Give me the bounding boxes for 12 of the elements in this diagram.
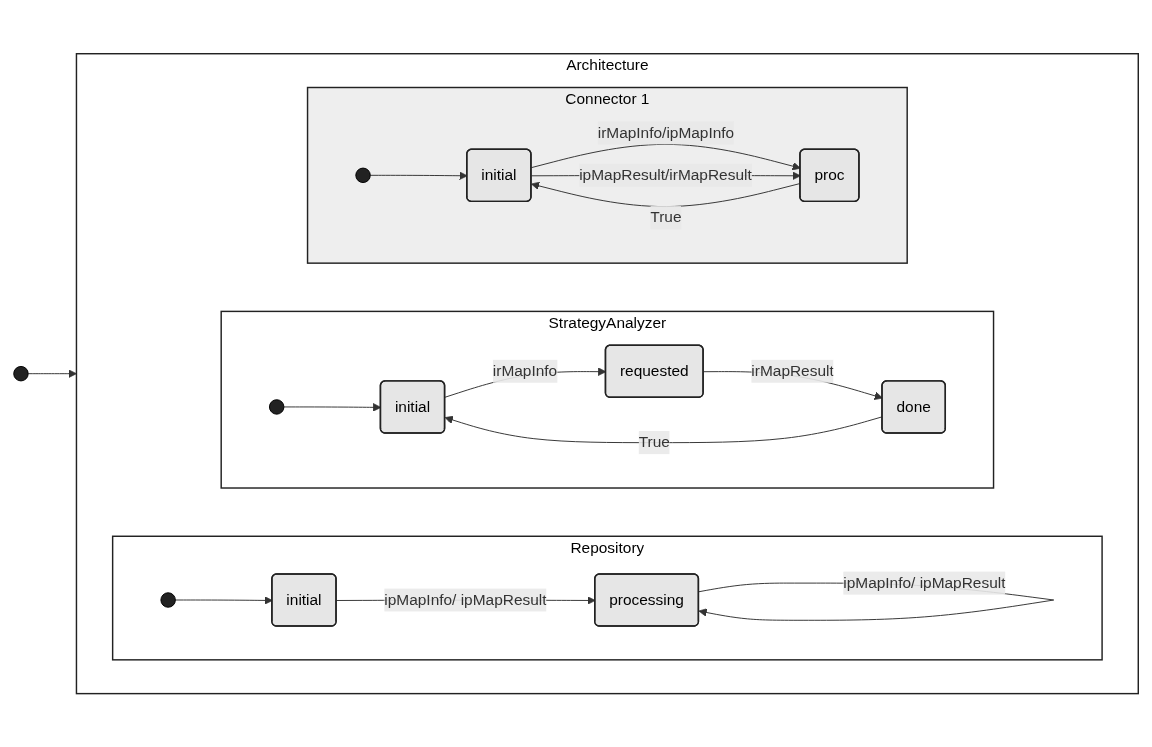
edge-label: irMapInfo: [492, 362, 558, 379]
edge-label: ipMapResult/irMapResult: [579, 166, 752, 183]
node-circle: [13, 365, 29, 382]
node-circle: [268, 399, 285, 415]
node-circle: [160, 592, 176, 608]
edge-label: ipMapInfo/ ipMapResult: [384, 591, 547, 608]
edge-label: irMapInfo/ipMapInfo: [597, 124, 735, 141]
node-circle: [355, 167, 371, 183]
edge-label: ipMapInfo/ ipMapResult: [843, 574, 1006, 591]
edge-label: irMapResult: [751, 362, 834, 379]
edge-label: True: [650, 208, 682, 226]
edge-label: True: [638, 433, 670, 451]
